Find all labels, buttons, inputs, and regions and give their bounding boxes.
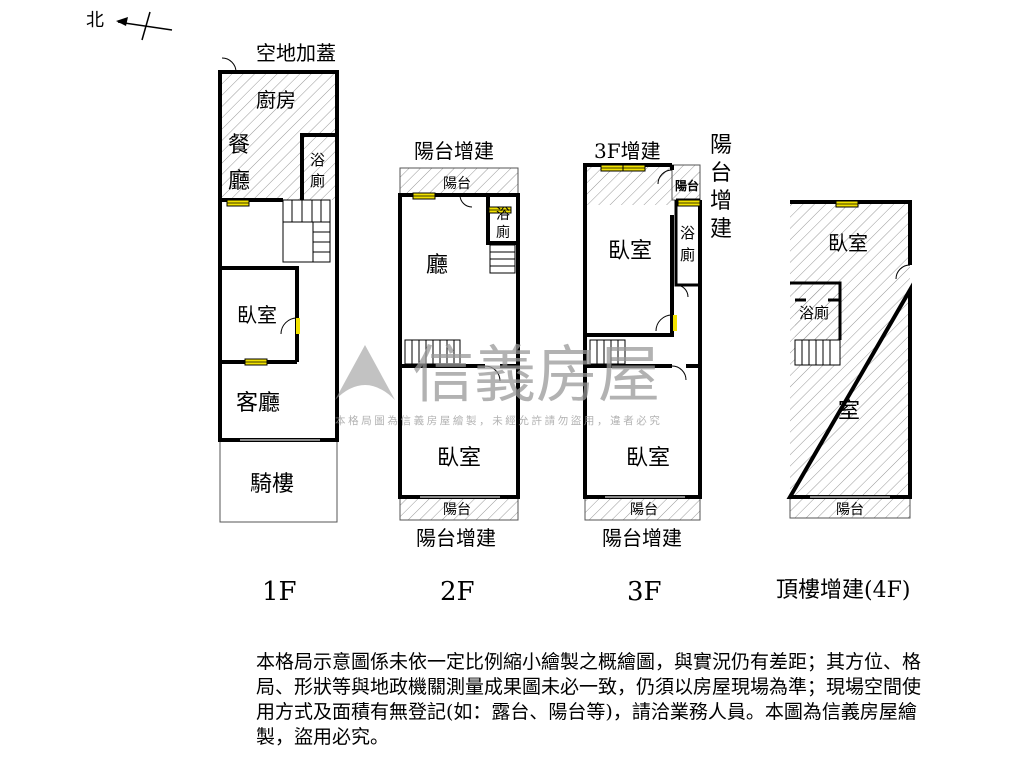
room-bedroom: 臥室 bbox=[828, 231, 868, 255]
label-3f-addition: 3F增建 bbox=[594, 139, 661, 163]
room-room: 室 bbox=[838, 399, 860, 424]
room-bath-2: 廁 bbox=[310, 172, 325, 190]
floor-4f bbox=[786, 200, 912, 519]
room-bedroom: 臥室 bbox=[626, 446, 670, 471]
floor-label-2f: 2F bbox=[440, 577, 475, 607]
room-living: 客廳 bbox=[236, 391, 280, 416]
floor-label-4f: 頂樓增建(4F) bbox=[776, 578, 910, 603]
room-bedroom-top: 臥室 bbox=[608, 239, 652, 264]
room-balcony-top: 陽台 bbox=[443, 176, 471, 192]
label-side-balcony-addition-3: 增 bbox=[710, 189, 732, 214]
floor-2f bbox=[398, 167, 520, 521]
watermark-brand: 信義房屋 bbox=[412, 338, 660, 411]
room-kitchen: 廚房 bbox=[256, 88, 296, 112]
room-bedroom: 臥室 bbox=[437, 446, 481, 471]
room-balcony-bottom: 陽台 bbox=[443, 502, 471, 518]
floor-label-1f: 1F bbox=[262, 577, 297, 607]
floor-3f bbox=[583, 163, 702, 521]
room-dining-2: 廳 bbox=[228, 169, 250, 194]
compass-label: 北 bbox=[86, 10, 104, 31]
room-bath: 浴 bbox=[680, 224, 695, 242]
label-side-balcony-addition: 陽 bbox=[710, 133, 732, 158]
room-bath-2: 廁 bbox=[680, 246, 695, 264]
watermark-notice: 本格局圖為信義房屋繪製，未經允許請勿盜用，違者必究 bbox=[335, 414, 663, 427]
disclaimer-note: 本格局示意圖係未依一定比例縮小繪製之概繪圖，與實況仍有差距；其方位、格局、形狀等… bbox=[256, 651, 922, 748]
room-bath: 浴 bbox=[310, 151, 325, 169]
north-arrow-icon bbox=[116, 11, 173, 41]
room-bedroom: 臥室 bbox=[237, 303, 277, 327]
label-side-balcony-addition-4: 建 bbox=[710, 217, 732, 242]
room-bath: 浴 bbox=[496, 207, 510, 223]
room-hall: 廳 bbox=[426, 253, 448, 278]
room-balcony-bottom: 陽台 bbox=[630, 502, 658, 518]
room-arcade: 騎樓 bbox=[250, 472, 294, 497]
room-bath: 浴廁 bbox=[799, 304, 829, 322]
label-empty-lot-addition: 空地加蓋 bbox=[256, 41, 336, 65]
floor-label-3f: 3F bbox=[627, 577, 662, 607]
label-balcony-addition-bottom: 陽台增建 bbox=[416, 526, 496, 550]
watermark-logo bbox=[335, 345, 395, 400]
room-bath-2: 廁 bbox=[496, 224, 510, 241]
label-side-balcony-addition-2: 台 bbox=[710, 161, 732, 186]
room-dining: 餐 bbox=[228, 133, 250, 158]
label-balcony-addition-top: 陽台增建 bbox=[414, 139, 494, 163]
room-balcony-bottom: 陽台 bbox=[836, 502, 864, 518]
floor-1f bbox=[218, 57, 339, 523]
room-balcony-top: 陽台 bbox=[675, 178, 699, 193]
label-balcony-addition-bottom: 陽台增建 bbox=[602, 526, 682, 550]
